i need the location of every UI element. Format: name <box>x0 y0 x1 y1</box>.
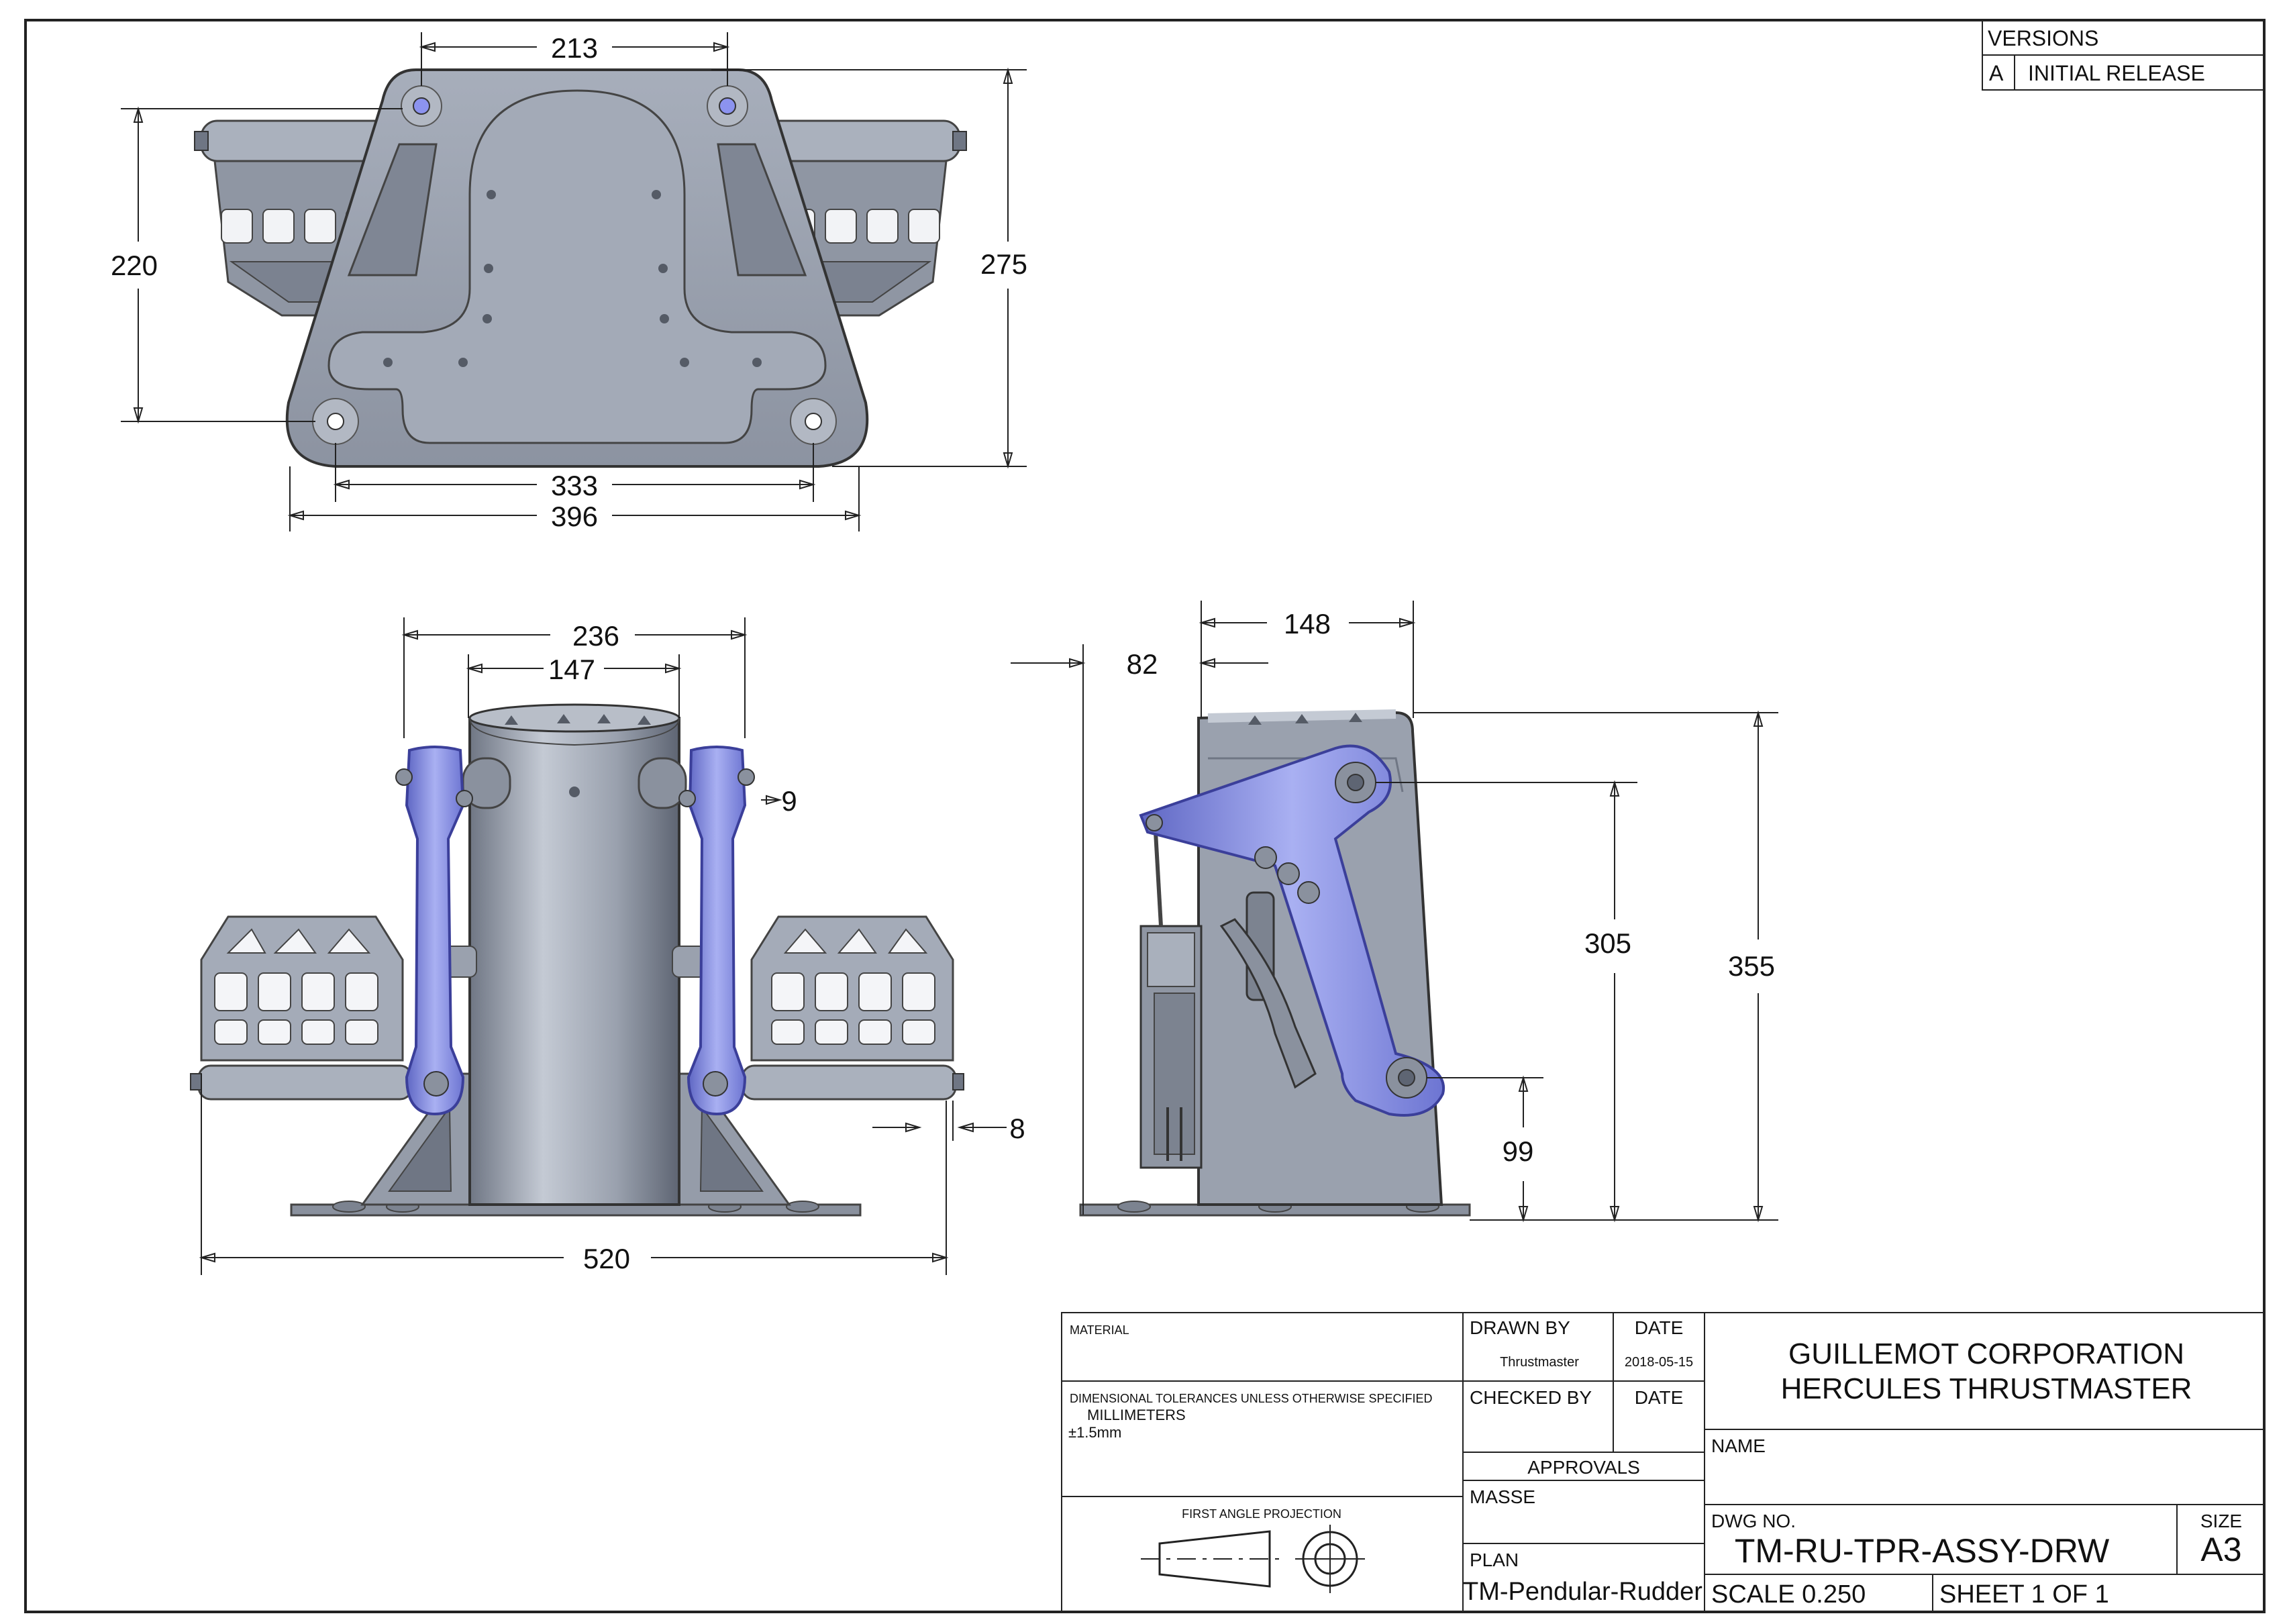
checked-date-label: DATE <box>1635 1387 1684 1408</box>
dim-213: 213 <box>551 32 598 64</box>
dim-333: 333 <box>551 470 598 501</box>
size-label: SIZE <box>2200 1511 2242 1531</box>
versions-table: VERSIONS A INITIAL RELEASE <box>1982 19 2265 91</box>
company-line-1: GUILLEMOT CORPORATION <box>1788 1337 2184 1370</box>
sheet-value: SHEET 1 OF 1 <box>1939 1580 2109 1609</box>
dim-148: 148 <box>1284 608 1331 640</box>
scale-value: SCALE 0.250 <box>1711 1580 1866 1609</box>
masse-label: MASSE <box>1470 1486 1535 1507</box>
plan-label: PLAN <box>1470 1550 1519 1570</box>
front-view-pedal-left <box>190 915 413 1101</box>
top-view <box>194 68 967 468</box>
drawn-by-label: DRAWN BY <box>1470 1317 1570 1338</box>
side-view-dimension-labels: 148 82 305 355 99 <box>1127 608 1775 1167</box>
top-view-mount-holes <box>312 85 837 445</box>
name-label: NAME <box>1711 1435 1766 1456</box>
dim-99: 99 <box>1503 1135 1534 1167</box>
top-view-dimension-labels: 213 220 275 333 396 <box>111 32 1027 532</box>
date-label: DATE <box>1635 1317 1684 1338</box>
side-view-dimensions <box>1011 601 1778 1223</box>
front-view-pedal-right <box>741 915 964 1101</box>
top-view-dimensions <box>121 32 1027 531</box>
front-view-column <box>442 703 707 1206</box>
dwg-no-label: DWG NO. <box>1711 1511 1796 1531</box>
dim-8: 8 <box>1009 1113 1025 1144</box>
front-view-pedal-arm-right <box>678 746 755 1116</box>
title-block-text: MATERIAL DIMENSIONAL TOLERANCES UNLESS O… <box>1068 1317 2242 1609</box>
projection-label: FIRST ANGLE PROJECTION <box>1182 1507 1341 1521</box>
version-rev: A <box>1989 61 2004 85</box>
projection-symbol <box>1141 1525 1365 1593</box>
approvals-label: APPROVALS <box>1527 1457 1640 1478</box>
dim-9: 9 <box>781 785 797 817</box>
dim-396: 396 <box>551 501 598 532</box>
dwg-no-value: TM-RU-TPR-ASSY-DRW <box>1735 1532 2110 1570</box>
dim-275: 275 <box>980 248 1027 280</box>
company-line-2: HERCULES THRUSTMASTER <box>1781 1372 2192 1405</box>
dim-520: 520 <box>583 1243 630 1274</box>
dim-236: 236 <box>572 620 619 652</box>
drawn-by-value: Thrustmaster <box>1500 1355 1579 1370</box>
version-description: INITIAL RELEASE <box>2028 61 2205 85</box>
checked-by-label: CHECKED BY <box>1470 1387 1592 1408</box>
date-value: 2018-05-15 <box>1625 1355 1693 1370</box>
side-view <box>1079 709 1471 1217</box>
tolerance-value: ±1.5mm <box>1068 1424 1121 1441</box>
dim-220: 220 <box>111 250 158 281</box>
side-view-pendulum-arm <box>1139 744 1445 1117</box>
front-view <box>190 703 964 1217</box>
dim-82: 82 <box>1127 648 1158 680</box>
dim-147: 147 <box>548 654 595 685</box>
versions-header: VERSIONS <box>1988 26 2098 50</box>
dim-305: 305 <box>1584 927 1631 959</box>
dim-355: 355 <box>1728 950 1775 982</box>
tolerance-units: MILLIMETERS <box>1087 1407 1186 1423</box>
title-block <box>1061 1312 2265 1613</box>
material-label: MATERIAL <box>1070 1323 1129 1337</box>
tolerance-label: DIMENSIONAL TOLERANCES UNLESS OTHERWISE … <box>1070 1392 1432 1405</box>
front-view-pedal-arm-left <box>395 746 473 1116</box>
plan-value: TM-Pendular-Rudder <box>1463 1578 1702 1606</box>
front-view-dimension-labels: 236 147 9 8 520 <box>548 620 1025 1274</box>
size-value: A3 <box>2200 1531 2241 1568</box>
front-view-dimensions <box>199 617 1007 1275</box>
